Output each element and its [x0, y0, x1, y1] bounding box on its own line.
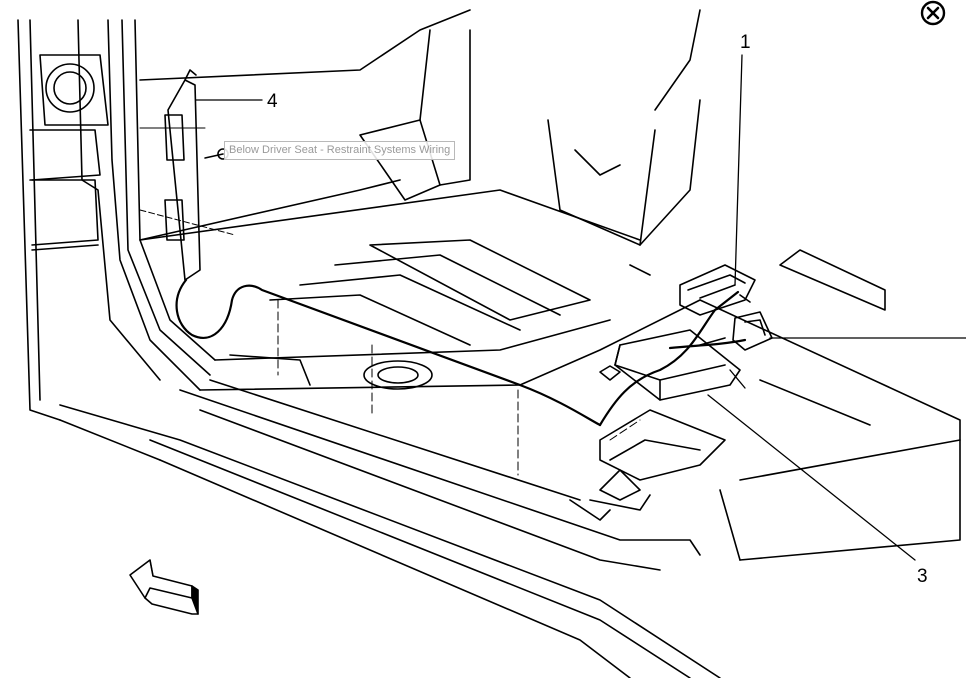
callout-3: 3 — [917, 566, 928, 587]
door-pillar — [17, 19, 216, 421]
sensing-module-3 — [599, 329, 741, 401]
rocker-sill — [59, 354, 721, 678]
module-bracket-4 — [139, 69, 236, 281]
forward-arrow-icon — [129, 559, 199, 615]
wiring-harness — [175, 278, 747, 427]
callout-leaders — [195, 54, 966, 561]
callout-4: 4 — [267, 91, 278, 112]
diagram-tooltip: Below Driver Seat - Restraint Systems Wi… — [224, 141, 456, 160]
rear-wall — [139, 9, 701, 276]
harness-clip-leaders — [277, 299, 641, 476]
connector-2 — [732, 311, 773, 351]
connector-1 — [679, 264, 756, 316]
close-icon[interactable] — [918, 0, 948, 30]
callout-1: 1 — [740, 32, 751, 53]
floor-panel — [199, 239, 961, 561]
module-mount-pocket — [589, 409, 726, 511]
